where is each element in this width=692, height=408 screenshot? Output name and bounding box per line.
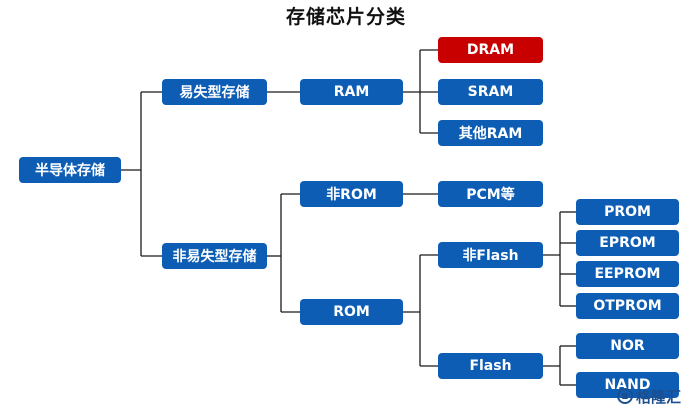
node-flash: Flash <box>438 353 543 379</box>
node-other-ram: 其他RAM <box>438 120 543 146</box>
diagram-title: 存储芯片分类 <box>285 6 406 28</box>
node-rom: ROM <box>300 299 403 325</box>
watermark: 格隆汇 <box>617 386 689 406</box>
node-non-flash: 非Flash <box>438 242 543 268</box>
node-nor: NOR <box>576 333 679 359</box>
node-non-rom: 非ROM <box>300 181 403 207</box>
node-eeprom: EEPROM <box>576 261 679 287</box>
node-dram: DRAM <box>438 37 543 63</box>
node-ram: RAM <box>300 79 403 105</box>
node-prom: PROM <box>576 199 679 225</box>
node-pcm: PCM等 <box>438 181 543 207</box>
node-semiconductor-storage: 半导体存储 <box>19 157 121 183</box>
gelonghui-logo-icon <box>617 388 633 404</box>
watermark-text: 格隆汇 <box>636 387 682 406</box>
node-volatile-storage: 易失型存储 <box>162 79 267 105</box>
node-otprom: OTPROM <box>576 293 679 319</box>
node-nonvolatile-storage: 非易失型存储 <box>162 243 267 269</box>
node-sram: SRAM <box>438 79 543 105</box>
node-eprom: EPROM <box>576 230 679 256</box>
